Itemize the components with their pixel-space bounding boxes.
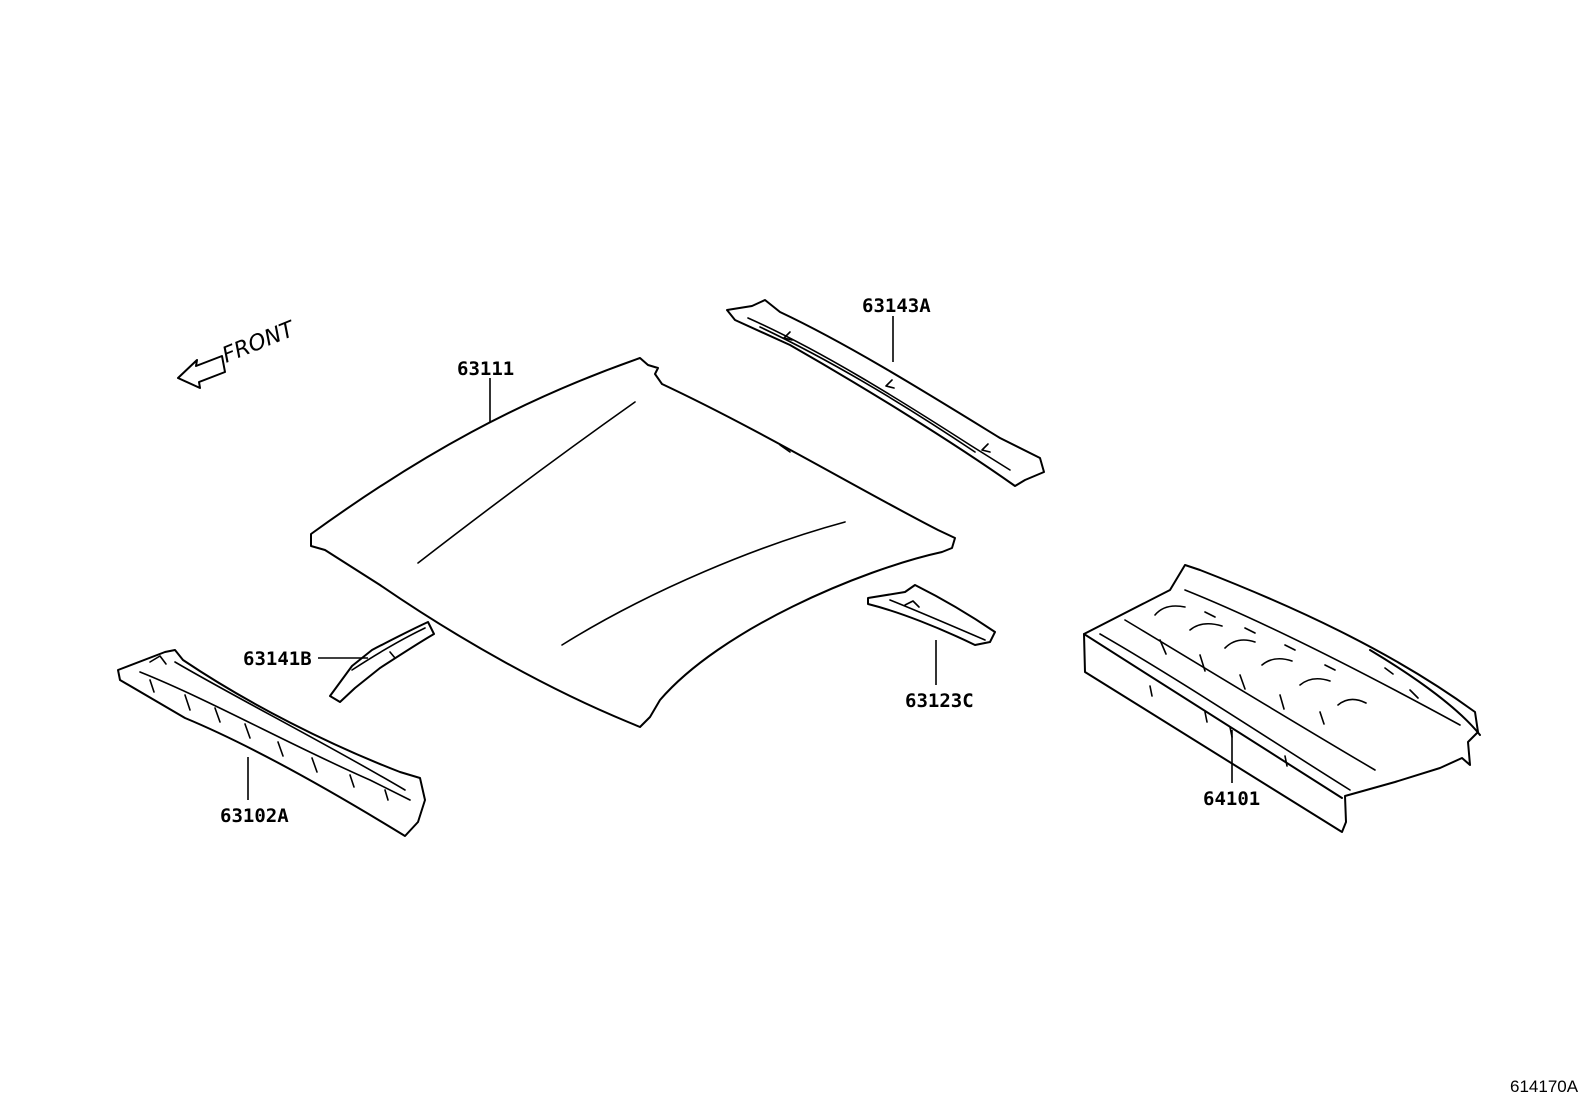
front-label: FRONT <box>219 317 299 369</box>
rear-roof-rail <box>726 299 1045 487</box>
callout-package-tray: 64101 <box>1203 788 1260 810</box>
callout-roof-panel: 63111 <box>457 358 514 380</box>
roof-panel <box>310 357 956 728</box>
leader-lines <box>247 316 1233 800</box>
callouts: 63111 63143A 63102A 63141B 63123C 64101 <box>220 295 1260 827</box>
callout-roof-bow-rear: 63123C <box>905 690 974 712</box>
package-tray <box>1083 564 1481 833</box>
figure-id: 614170A <box>1510 1077 1579 1096</box>
front-roof-rail <box>117 649 426 837</box>
front-arrow: FRONT <box>177 317 299 389</box>
callout-roof-bow-front: 63141B <box>243 648 312 670</box>
callout-rear-roof-rail: 63143A <box>862 295 931 317</box>
roof-bow-front <box>329 621 435 703</box>
roof-bow-rear <box>867 584 996 646</box>
callout-front-roof-rail: 63102A <box>220 805 289 827</box>
